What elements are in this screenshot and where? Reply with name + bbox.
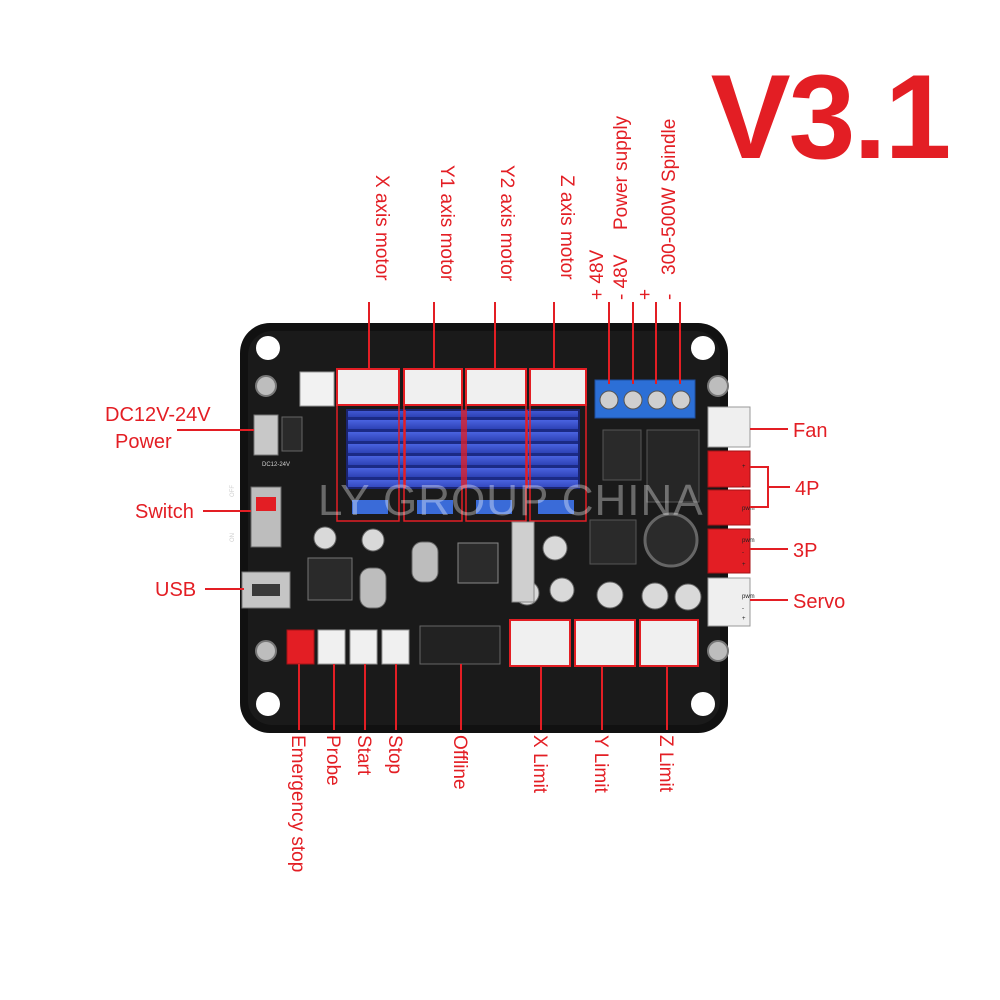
label-dc-power-line1: DC12V-24V xyxy=(105,404,211,426)
label-switch: Switch xyxy=(135,501,194,523)
version-label: V3.1 xyxy=(710,50,952,184)
power-section xyxy=(589,429,700,568)
bottom-connectors xyxy=(286,619,699,667)
mounting-holes xyxy=(256,336,715,716)
bottom-labels: Emergency stop Probe Start Stop Offline … xyxy=(287,735,676,872)
label-fan: Fan xyxy=(793,420,827,442)
label-x-limit: X Limit xyxy=(529,735,550,794)
label-probe: Probe xyxy=(322,735,343,786)
label-servo: Servo xyxy=(793,591,845,613)
power-switch: OFF ON xyxy=(230,485,282,548)
label-usb: USB xyxy=(155,579,196,601)
label-psu-minus: - 48V xyxy=(611,254,632,300)
pin-3p-minus: - xyxy=(742,550,744,556)
label-y2-motor: Y2 axis motor xyxy=(496,165,517,282)
pin-4p-pwm: pwm xyxy=(742,506,755,512)
label-dc-power-line2: Power xyxy=(115,431,172,453)
top-labels: X axis motor Y1 axis motor Y2 axis motor… xyxy=(371,115,680,300)
pin-servo-minus: - xyxy=(742,606,744,612)
label-spindle: 300-500W Spindle xyxy=(659,119,680,275)
right-connectors: + - pwm pwm - + pwm - + xyxy=(707,406,755,627)
right-labels: Fan 4P 3P Servo xyxy=(793,420,845,613)
label-3p: 3P xyxy=(793,540,817,562)
switch-on-text: ON xyxy=(230,533,236,542)
label-start: Start xyxy=(353,735,374,776)
pin-3p-plus: + xyxy=(742,562,746,568)
leader-lines xyxy=(177,302,790,730)
usb-port xyxy=(241,571,291,609)
motor-connectors xyxy=(299,368,587,407)
label-x-motor: X axis motor xyxy=(371,175,392,281)
label-z-limit: Z Limit xyxy=(655,735,676,793)
label-stop: Stop xyxy=(384,735,405,774)
label-y1-motor: Y1 axis motor xyxy=(436,165,457,282)
dc-power-jack: DC12-24V xyxy=(253,414,303,468)
left-labels: DC12V-24V Power Switch USB xyxy=(105,404,211,601)
label-emergency-stop: Emergency stop xyxy=(287,735,308,872)
label-spindle-minus: - xyxy=(659,294,680,300)
driver-heatsinks xyxy=(336,368,587,522)
pin-4p-minus: - xyxy=(742,484,744,490)
switch-off-text: OFF xyxy=(230,485,236,497)
pin-4p-plus: + xyxy=(742,464,746,470)
screw-terminal-block xyxy=(594,379,696,419)
watermark: LY GROUP CHINA xyxy=(318,476,704,525)
integrated-circuits xyxy=(307,521,535,609)
label-spindle-plus: + xyxy=(635,289,656,300)
label-power-supply: Power supply xyxy=(611,115,632,230)
pin-3p-pwm: pwm xyxy=(742,538,755,544)
label-y-limit: Y Limit xyxy=(590,735,611,793)
label-offline: Offline xyxy=(449,735,470,790)
label-z-motor: Z axis motor xyxy=(556,175,577,280)
pin-servo-plus: + xyxy=(742,616,746,622)
standoff-screws xyxy=(255,375,729,662)
label-4p: 4P xyxy=(795,478,819,500)
label-psu-plus: + 48V xyxy=(587,249,608,300)
pin-servo-pwm: pwm xyxy=(742,594,755,600)
dc-port-text: DC12-24V xyxy=(262,462,290,468)
